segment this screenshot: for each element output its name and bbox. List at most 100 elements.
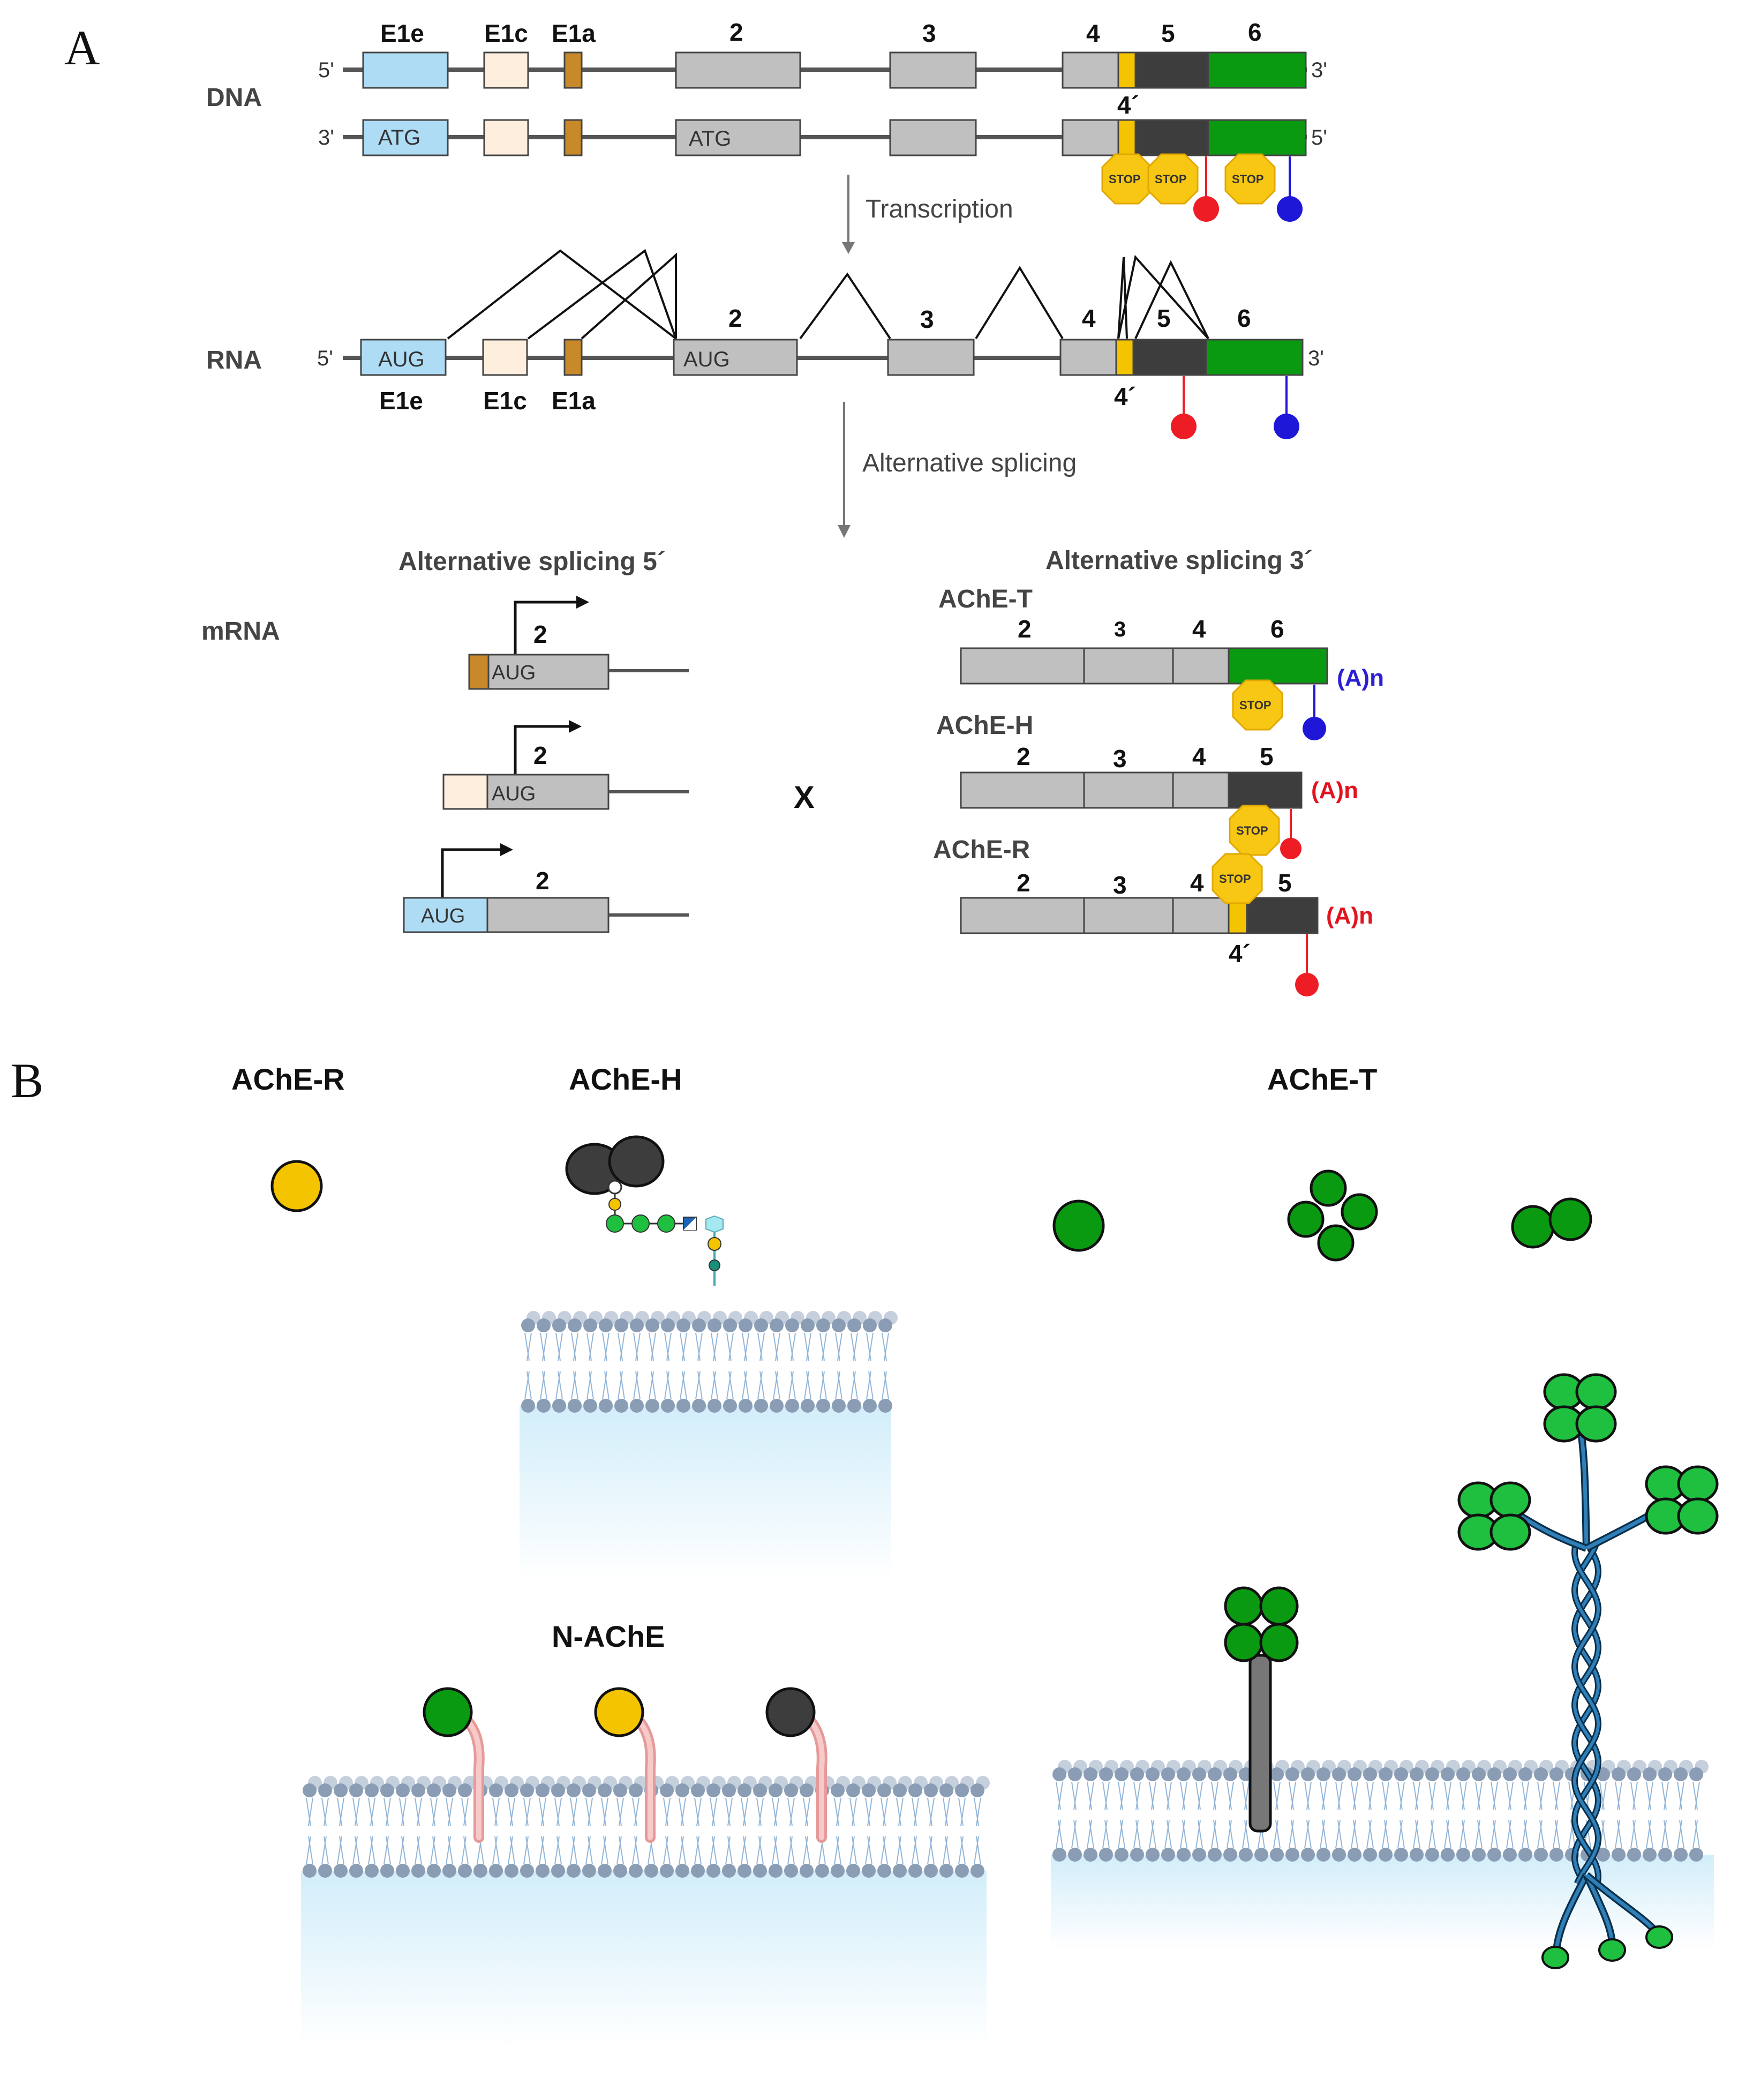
rna-e5-label: 5	[1157, 304, 1171, 332]
mrna-label: mRNA	[201, 617, 280, 646]
t-exon-4: 4	[1192, 615, 1206, 643]
dna-e6-label: 6	[1248, 18, 1262, 46]
blue-lollipop	[1277, 196, 1303, 222]
t-exon-3: 3	[1114, 618, 1126, 641]
h-exon-2: 2	[1017, 742, 1030, 770]
stop-sign-3: STOP	[1232, 172, 1264, 186]
n-ache-membrane	[301, 1776, 990, 2046]
exon-4-prime	[1117, 51, 1137, 89]
mrna5-e-aug: AUG	[421, 905, 465, 927]
h-polya-tail: (A)n	[1311, 777, 1358, 804]
r-stop: STOP	[1219, 872, 1251, 886]
dna-stop-signs: STOP STOP STOP	[1101, 153, 1276, 205]
rna-e1a-label: E1a	[552, 387, 596, 415]
rna-e1e-label: E1e	[379, 387, 423, 415]
dna-e5-label: 5	[1161, 19, 1175, 47]
r-polya-tail: (A)n	[1326, 903, 1373, 929]
mrna5-c-aug: AUG	[492, 783, 536, 805]
rna-e1c-label: E1c	[483, 387, 527, 415]
ache-r-title: AChE-R	[231, 1062, 345, 1096]
exon-5	[1134, 51, 1209, 89]
rna-e6-label: 6	[1237, 304, 1251, 332]
exon-4	[1062, 51, 1119, 89]
dna-atg-e1e: ATG	[378, 126, 420, 149]
exon-2	[675, 51, 801, 89]
rna-e4-label: 4	[1082, 304, 1096, 332]
dna-e4-label: 4	[1086, 19, 1100, 47]
rna-lollipops	[1171, 376, 1299, 439]
panel-b-letter: B	[11, 1053, 43, 1108]
r-exon-5: 5	[1278, 869, 1292, 897]
stop-sign-1: STOP	[1109, 172, 1141, 186]
mrna5-a-aug: AUG	[492, 662, 536, 684]
dna-e1c-label: E1c	[484, 19, 528, 47]
splicing-arrow	[838, 402, 851, 538]
rna-e4p-label: 4´	[1114, 382, 1136, 410]
n-ache-anchored-monomers	[423, 1687, 827, 1843]
dna-e1a-label: E1a	[552, 19, 596, 47]
t-polya-tail: (A)n	[1337, 665, 1384, 691]
splicing-5-title: Alternative splicing 5´	[398, 548, 666, 576]
mrna-5-variant-e1e	[403, 843, 689, 933]
mrna5-a-exon2: 2	[533, 620, 547, 648]
ache-t-prima-tetramer	[1224, 1586, 1299, 1833]
h-stop: STOP	[1236, 824, 1268, 837]
panel-a-letter: A	[64, 20, 100, 75]
rna-strand	[343, 339, 1304, 376]
rna-aug-e1e: AUG	[378, 348, 425, 371]
t-stop: STOP	[1239, 699, 1272, 712]
rna-label: RNA	[206, 346, 262, 374]
exon-3	[889, 51, 977, 89]
dna-e2-label: 2	[729, 18, 743, 46]
variant-ache-h-name: AChE-H	[936, 711, 1033, 740]
n-ache-title: N-AChE	[552, 1619, 665, 1653]
dna-bottom-strand	[343, 119, 1307, 156]
ache-t-collagen-tailed-form	[1457, 1373, 1719, 1969]
transcription-label: Transcription	[866, 195, 1013, 223]
dna-bottom-3-end: 3'	[318, 126, 334, 149]
r-exon-4p: 4´	[1229, 940, 1251, 968]
ache-t-membrane	[1051, 1760, 1714, 1950]
exon-e1a	[563, 51, 583, 89]
red-lollipop	[1193, 196, 1219, 222]
dna-e1e-label: E1e	[380, 19, 424, 47]
dna-atg-e2: ATG	[689, 127, 731, 151]
exon-6	[1207, 51, 1307, 89]
ache-t-title: AChE-T	[1267, 1062, 1377, 1096]
dna-e3-label: 3	[922, 19, 936, 47]
rna-3-end: 3'	[1308, 347, 1324, 370]
t-exon-2: 2	[1018, 615, 1032, 643]
t-exon-6: 6	[1270, 615, 1284, 643]
mrna5-c-exon2: 2	[533, 741, 547, 769]
ache-h-title: AChE-H	[569, 1062, 682, 1096]
dna-bottom-5-end: 5'	[1311, 126, 1327, 149]
stop-sign-2: STOP	[1155, 172, 1187, 186]
h-exon-5: 5	[1260, 742, 1274, 770]
ache-h-membrane	[520, 1311, 898, 1580]
exon-e1e	[362, 51, 449, 89]
dna-e4p-label: 4´	[1117, 91, 1139, 119]
alternative-splicing-label: Alternative splicing	[862, 449, 1077, 477]
rna-5-end: 5'	[317, 347, 333, 370]
ache-t-monomer	[1052, 1199, 1105, 1252]
rna-e2-label: 2	[728, 304, 742, 332]
ache-h-gpi-dimer	[565, 1135, 724, 1286]
r-exon-3: 3	[1113, 871, 1127, 899]
h-exon-4: 4	[1192, 742, 1206, 770]
variant-ache-r-name: AChE-R	[933, 836, 1030, 864]
mrna5-e-exon2: 2	[536, 867, 550, 895]
dna-label: DNA	[206, 84, 262, 112]
ache-t-dimer	[1511, 1197, 1592, 1249]
variant-ache-r	[960, 853, 1319, 996]
ache-t-tetramer	[1287, 1169, 1378, 1262]
dna-top-3-end: 3'	[1311, 58, 1327, 82]
combination-x: X	[794, 780, 815, 815]
dna-lollipops	[1193, 156, 1303, 222]
mrna-5-variant-e1c	[442, 720, 689, 810]
r-exon-4: 4	[1190, 869, 1204, 897]
exon-e1c	[483, 51, 529, 89]
ache-r-monomer	[270, 1160, 323, 1212]
mrna-5-variant-e1a	[468, 596, 689, 690]
variant-ache-h	[960, 771, 1303, 859]
